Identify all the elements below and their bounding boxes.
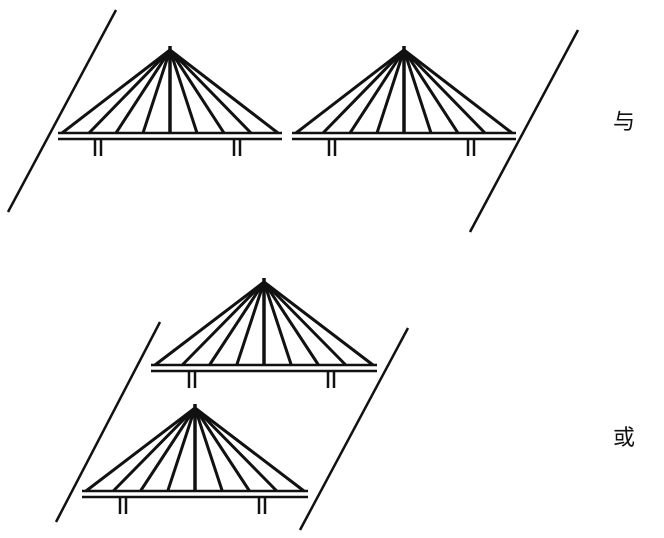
stay-cable bbox=[403, 48, 513, 135]
stay-cable bbox=[402, 49, 433, 134]
stay-cable bbox=[262, 281, 293, 366]
stay-cable bbox=[193, 407, 251, 492]
stay-cable bbox=[168, 49, 199, 134]
stay-cable bbox=[193, 407, 224, 492]
stay-cable bbox=[262, 280, 347, 367]
stay-cable bbox=[375, 49, 406, 134]
bridge-right bbox=[292, 46, 516, 156]
stay-cable bbox=[139, 407, 197, 492]
stay-cable bbox=[61, 48, 171, 135]
stay-cable bbox=[141, 49, 172, 134]
arrangement-stacked bbox=[54, 278, 410, 531]
right-boundary-line bbox=[298, 327, 410, 531]
stay-cable bbox=[169, 48, 279, 135]
stay-cable bbox=[235, 281, 266, 366]
left-boundary-line bbox=[54, 321, 162, 523]
stay-cable bbox=[402, 49, 460, 134]
stay-cable bbox=[87, 48, 172, 135]
stay-cable bbox=[114, 49, 172, 134]
right-boundary-line bbox=[468, 29, 580, 233]
stay-cable bbox=[166, 407, 197, 492]
stay-cable bbox=[295, 48, 405, 135]
stay-cable bbox=[181, 280, 266, 367]
stay-cable bbox=[321, 48, 406, 135]
stay-cable bbox=[348, 49, 406, 134]
stay-cable bbox=[402, 48, 487, 135]
bridge-lower bbox=[82, 404, 308, 514]
stay-cable bbox=[168, 48, 253, 135]
stay-cable bbox=[193, 406, 278, 493]
bridge-left bbox=[58, 46, 282, 156]
bridge-upper bbox=[151, 278, 377, 388]
stay-cable bbox=[194, 406, 305, 493]
stay-cable bbox=[154, 280, 265, 367]
option-label-or: 或 bbox=[613, 426, 636, 451]
left-boundary-line bbox=[6, 9, 118, 213]
stay-cable bbox=[263, 280, 374, 367]
stay-cable bbox=[262, 281, 320, 366]
stay-cable bbox=[112, 406, 197, 493]
stay-cable bbox=[85, 406, 196, 493]
option-label-and: 与 bbox=[613, 110, 636, 135]
stay-cable bbox=[208, 281, 266, 366]
arrangement-side-by-side bbox=[6, 9, 580, 233]
stay-cable bbox=[168, 49, 226, 134]
